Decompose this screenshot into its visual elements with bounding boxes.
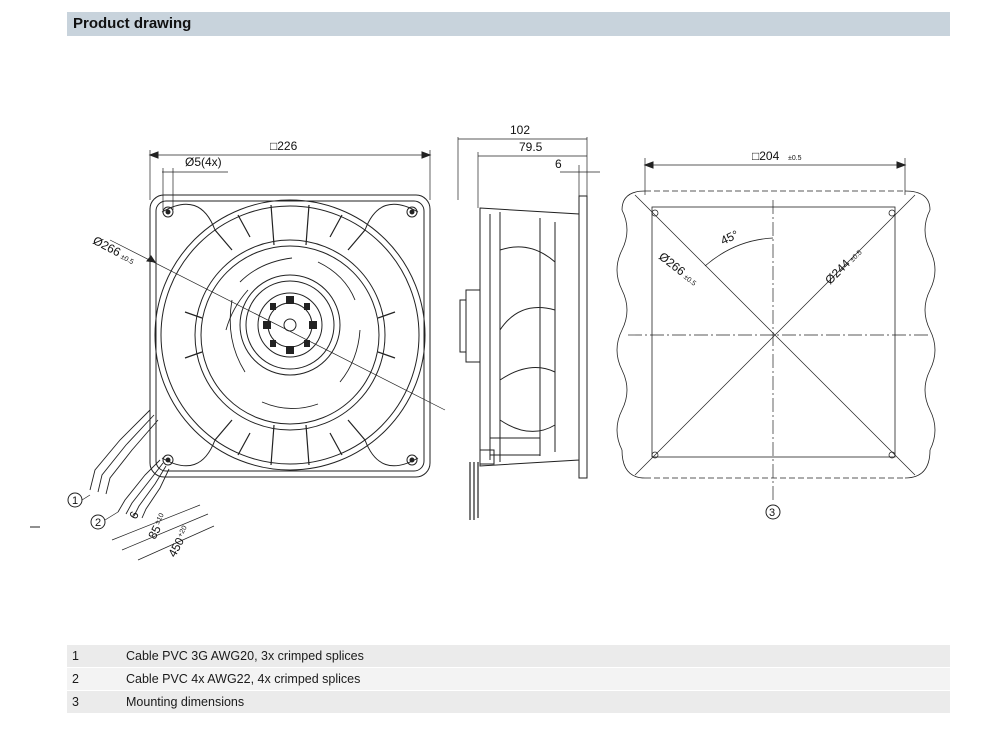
dim-square-tol: ±0.5 <box>788 155 802 162</box>
section-header: Product drawing <box>67 12 950 36</box>
front-view <box>30 150 446 561</box>
dim-circle-tol: ±0.5 <box>682 274 697 288</box>
callout-3: 3 <box>769 507 775 519</box>
dim-body-79-5: 79.5 <box>519 140 543 154</box>
dim-holes: Ø5(4x) <box>185 155 222 169</box>
callout-3-circle <box>765 504 781 520</box>
dim-angle-45: 45° <box>718 227 741 247</box>
legend-text: Cable PVC 4x AWG22, 4x crimped splices <box>126 672 361 686</box>
dim-width-226: □226 <box>270 139 298 153</box>
dim-wire-strip: 6 <box>126 509 142 522</box>
dim-splice-tol: ±10 <box>154 512 166 526</box>
mounting-holes <box>162 206 418 466</box>
callout-2: 2 <box>95 517 101 529</box>
legend-num: 3 <box>72 695 79 709</box>
legend-num: 1 <box>72 649 79 663</box>
legend-text: Mounting dimensions <box>126 695 245 709</box>
side-view <box>457 137 600 520</box>
dim-square-204: □204 <box>752 149 780 163</box>
dim-cable: 450 <box>165 535 187 560</box>
dim-splice: 85 <box>145 523 164 542</box>
dim-diag-244: Ø244 <box>822 256 853 287</box>
dim-cable-tol: +20 <box>177 525 189 539</box>
legend-row: 3 Mounting dimensions <box>67 691 950 713</box>
callout-2-circle <box>90 514 106 530</box>
legend-row: 2 Cable PVC 4x AWG22, 4x crimped splices <box>67 668 950 690</box>
dim-diag-tol: ±0.5 <box>849 249 864 264</box>
legend-table: 1 Cable PVC 3G AWG20, 3x crimped splices… <box>67 645 950 714</box>
legend-text: Cable PVC 3G AWG20, 3x crimped splices <box>126 649 364 663</box>
mounting-view <box>616 158 936 520</box>
legend-num: 2 <box>72 672 79 686</box>
callout-1: 1 <box>72 495 78 507</box>
legend-row: 1 Cable PVC 3G AWG20, 3x crimped splices <box>67 645 950 667</box>
dim-diameter-tol: ±0.5 <box>119 254 134 267</box>
section-title: Product drawing <box>73 15 192 32</box>
dim-diameter-266: Ø266 <box>91 233 124 259</box>
product-drawing: □226 Ø5(4x) Ø266 ±0.5 1 2 6 85 ±10 450 +… <box>30 123 936 561</box>
dim-depth-102: 102 <box>510 123 530 137</box>
dim-circle-266: Ø266 <box>656 249 688 278</box>
dim-flange-6: 6 <box>555 157 562 171</box>
